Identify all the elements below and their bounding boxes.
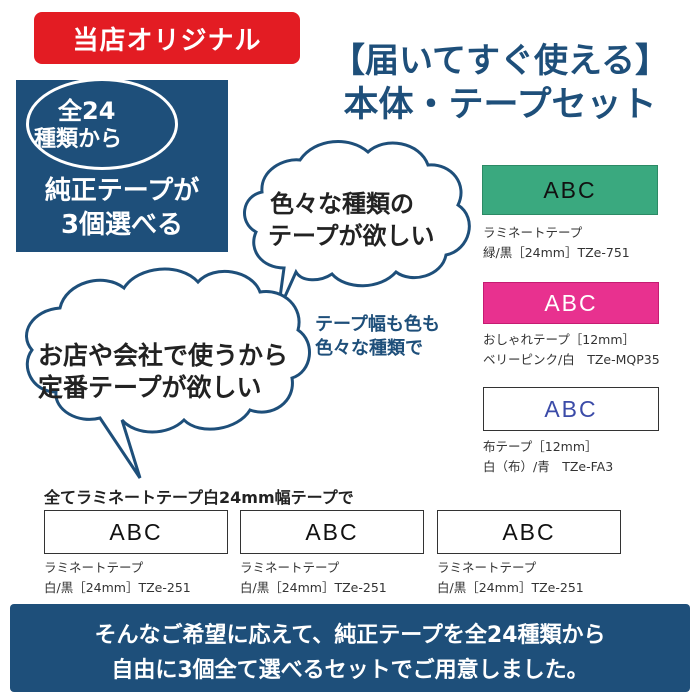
badge-label: 当店オリジナル (72, 25, 262, 56)
tape-white-1-caption1: ラミネートテープ (44, 560, 144, 575)
bubble2-line1: お店や会社で使うから (38, 341, 289, 370)
tape-green-caption2: 緑/黒［24mm］TZe-751 (483, 245, 630, 260)
tape-fabric-caption1: 布テープ［12mm］ (483, 439, 598, 454)
variety-label: 種類から (34, 127, 123, 152)
tape-swatch-white-1: ABC (44, 510, 228, 554)
store-original-badge: 当店オリジナル (34, 12, 300, 64)
speech-bubble-1 (243, 140, 471, 313)
bubble1-line2: テープが欲しい (268, 222, 435, 250)
tape-green-caption1: ラミネートテープ (483, 225, 583, 240)
bottom-banner (10, 604, 690, 692)
tape-white-1-caption2: 白/黒［24mm］TZe-251 (44, 580, 191, 595)
headline-line1: 【届いてすぐ使える】 (331, 41, 669, 81)
side-note-line2: 色々な種類で (315, 338, 423, 359)
tape-swatch-green: ABC (482, 165, 658, 215)
tape-swatch-white-2: ABC (240, 510, 424, 554)
tape-pink-caption1: おしゃれテープ［12mm］ (483, 332, 636, 347)
tape-white-2-caption1: ラミネートテープ (240, 560, 340, 575)
variety-count: 全24 (58, 97, 116, 125)
tape-fabric-caption2: 白（布）/青 TZe-FA3 (483, 459, 614, 474)
tape-swatch-white-3: ABC (437, 510, 621, 554)
tape-swatch-pink: ABC (483, 282, 659, 324)
tape-white-3-caption2: 白/黒［24mm］TZe-251 (437, 580, 584, 595)
tape-white-2-caption2: 白/黒［24mm］TZe-251 (240, 580, 387, 595)
tape-swatch-fabric: ABC (483, 387, 659, 431)
bottom-line1: そんなご希望に応えて、純正テープを全24種類から (94, 623, 606, 648)
bubble1-line1: 色々な種類の (270, 190, 414, 218)
bottom-line2: 自由に3個全て選べるセットでご用意しました。 (111, 658, 589, 683)
genuine-tape-text: 純正テープが (44, 176, 200, 206)
tape-pink-caption2: ベリーピンク/白 TZe-MQP35 (483, 352, 660, 367)
laminate-title: 全てラミネートテープ白24mm幅テープで (44, 488, 354, 507)
tape-white-3-caption1: ラミネートテープ (437, 560, 537, 575)
choose-three-text: 3個選べる (60, 210, 184, 240)
speech-bubble-2 (25, 267, 311, 479)
variety-circle (26, 78, 178, 170)
side-note-line1: テープ幅も色も (315, 314, 440, 335)
bubble2-line2: 定番テープが欲しい (38, 373, 262, 402)
headline-line2: 本体・テープセット (343, 85, 657, 125)
